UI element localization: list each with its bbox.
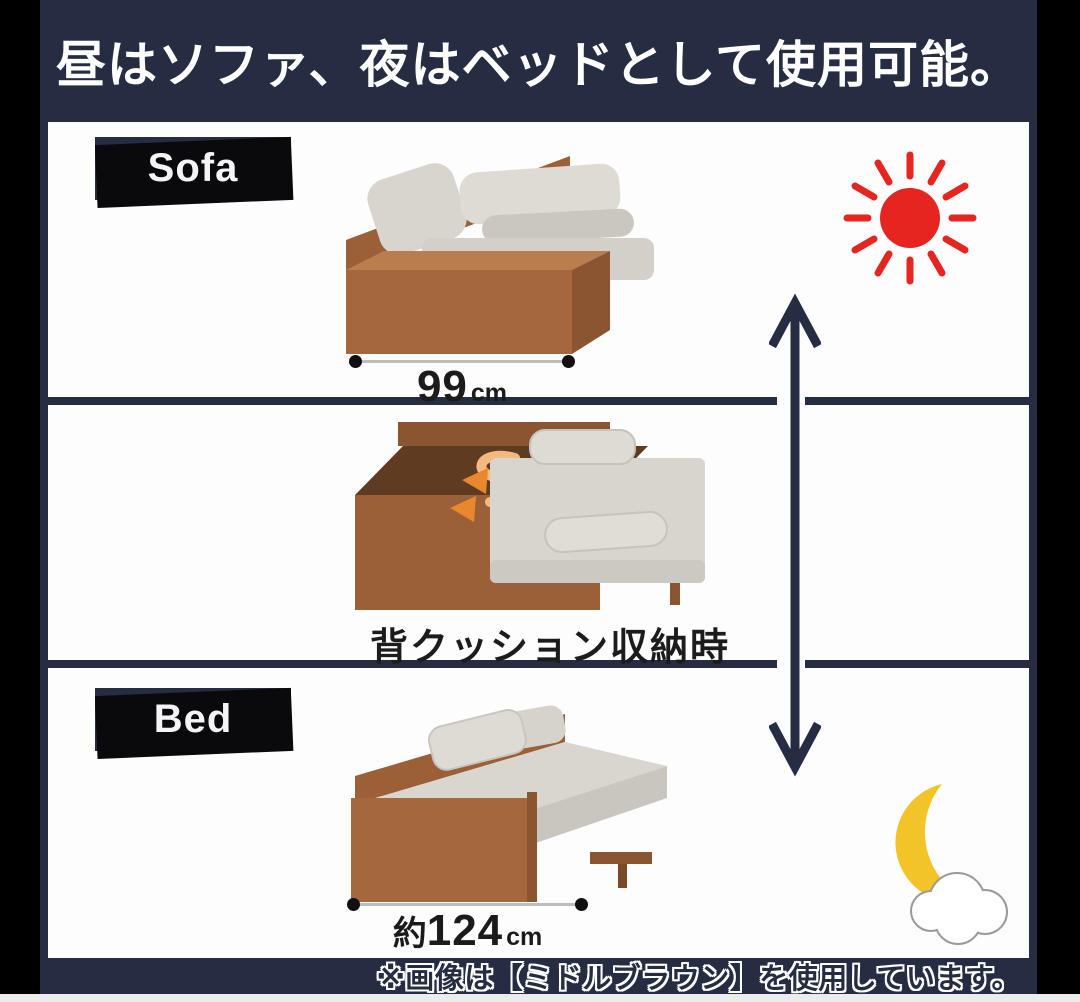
bed-dim-prefix: 約 <box>392 915 427 953</box>
sofa-label-tag: Sofa <box>95 137 291 200</box>
divider-line <box>805 397 1029 405</box>
bottom-strip <box>0 994 1080 1002</box>
divider-line <box>805 660 1029 668</box>
sofa-label: Sofa <box>147 146 239 190</box>
sofa-dim-value: 99 <box>416 362 468 411</box>
sofa-dimension-line <box>349 355 575 368</box>
bed-dim-value: 124 <box>426 906 504 955</box>
cushion-storage-caption: 背クッション収納時 <box>369 627 730 669</box>
sofa-dim-unit: cm <box>470 379 508 407</box>
divider-line <box>48 397 777 405</box>
bed-label: Bed <box>153 697 233 741</box>
bed-dimension-line <box>347 898 588 911</box>
sofa-illustration <box>346 156 654 354</box>
sun-icon <box>843 151 977 285</box>
bed-illustration <box>351 705 667 902</box>
divider-line <box>48 660 777 668</box>
cushion-storage-illustration <box>355 422 705 610</box>
page-title: 昼はソファ、夜はベッドとして使用可能。 <box>56 37 1021 93</box>
bed-dim-unit: cm <box>506 923 543 951</box>
moon-with-cloud-icon <box>895 784 1008 945</box>
bed-label-tag: Bed <box>95 688 291 751</box>
up-down-arrow-icon <box>769 293 821 777</box>
footer-bar: ※画像は【ミドルブラウン】を使用しています。 <box>48 958 1029 995</box>
footer-note: ※画像は【ミドルブラウン】を使用しています。 <box>376 963 1021 995</box>
